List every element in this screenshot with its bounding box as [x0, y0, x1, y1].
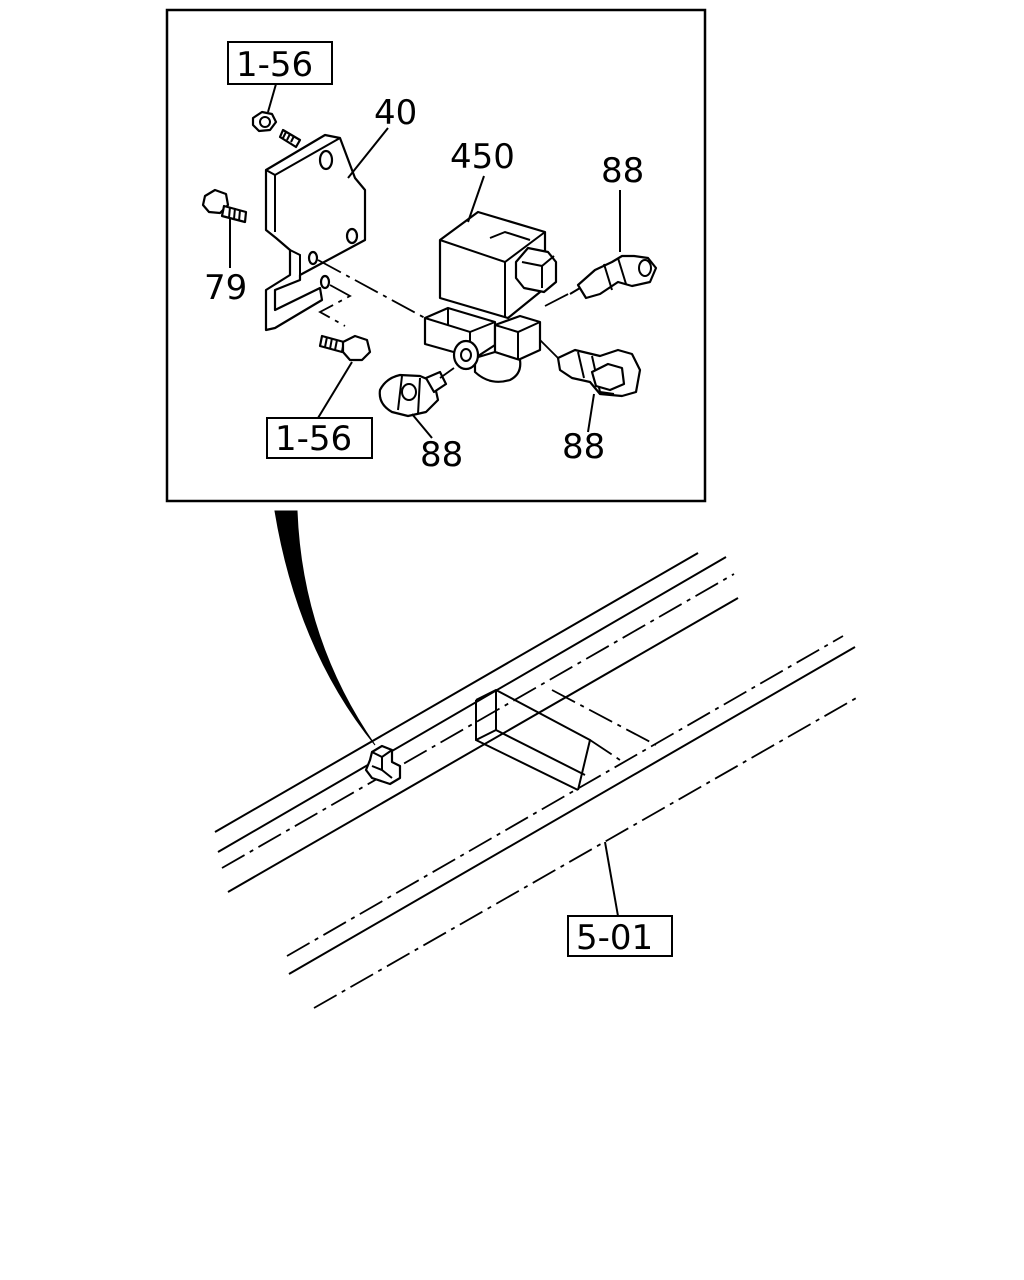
stud-bolt: [278, 128, 302, 149]
centerline-2: [318, 284, 352, 327]
callout-fitting-top-right: 88: [601, 151, 644, 191]
reference-label-frame: 5-01: [576, 918, 653, 958]
centerline-5: [544, 291, 573, 307]
hex-bolt-lower: [318, 334, 372, 362]
detail-inset-frame: [165, 8, 707, 503]
callout-fitting-bottom-right: 88: [562, 427, 605, 467]
reference-label-bolt: 1-56: [275, 419, 352, 459]
centerline-4: [439, 367, 455, 379]
flange-nut: [251, 110, 278, 133]
centerline-1: [317, 259, 426, 319]
callout-bolt: 79: [204, 268, 247, 308]
detail-pointer: [274, 510, 376, 746]
callout-valve: 450: [450, 137, 515, 177]
reference-box-nut: 1-56: [227, 41, 333, 85]
reference-box-bolt: 1-56: [266, 417, 373, 459]
chassis-frame: [214, 552, 859, 1009]
reference-label-nut: 1-56: [236, 45, 313, 85]
hex-bolt-left: [201, 188, 248, 224]
reference-box-frame: 5-01: [567, 915, 673, 958]
valve-on-frame: [364, 744, 402, 786]
fitting-top-right: [569, 254, 658, 300]
centerline-3: [539, 339, 559, 359]
callout-bracket: 40: [374, 93, 417, 133]
fitting-bottom-left: [378, 370, 448, 418]
solenoid-valve: [423, 210, 558, 383]
callout-fitting-bottom-left: 88: [420, 435, 463, 475]
mounting-bracket: [264, 133, 367, 332]
fitting-bottom-right: [556, 348, 642, 398]
leader-lines: [229, 83, 621, 917]
